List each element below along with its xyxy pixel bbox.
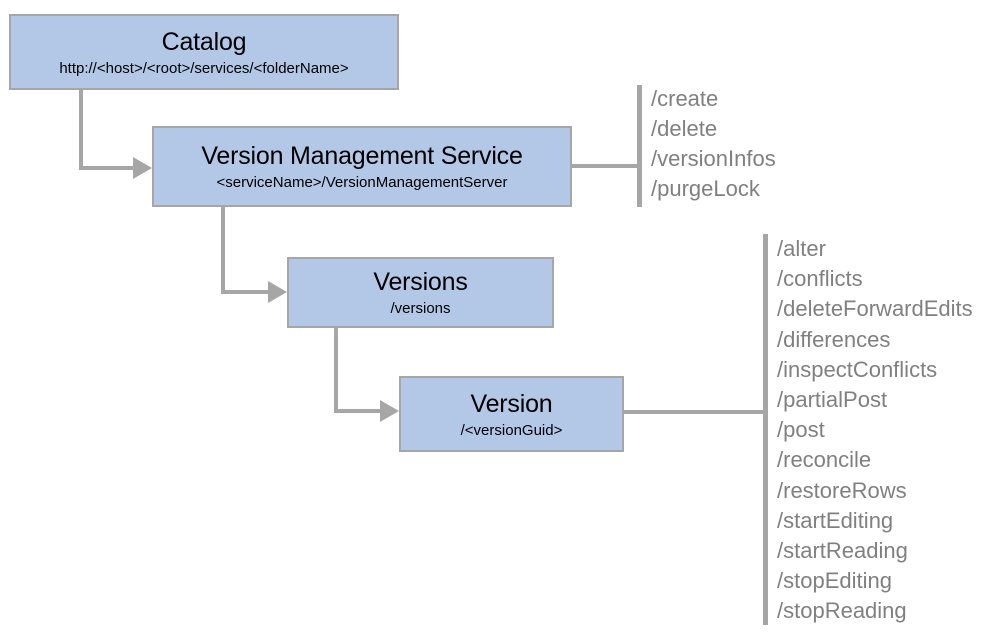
version-operation: /partialPost bbox=[777, 387, 888, 413]
service-operation: /delete bbox=[651, 116, 718, 141]
node-version-management-service-subtitle: <serviceName>/VersionManagementServer bbox=[216, 174, 508, 191]
node-version-subtitle: /<versionGuid> bbox=[460, 421, 563, 439]
connector-catalog-to-service-vertical bbox=[79, 90, 83, 170]
connector-service-to-operations bbox=[572, 164, 642, 168]
version-operation: /deleteForwardEdits bbox=[777, 296, 973, 322]
node-version-management-service[interactable]: Version Management Service <serviceName>… bbox=[152, 126, 572, 207]
version-operation: /reconcile bbox=[777, 447, 872, 473]
service-operation: /create bbox=[651, 86, 719, 111]
operations-list-service: /create/delete/versionInfos/purgeLock bbox=[651, 84, 776, 204]
node-catalog[interactable]: Catalog http://<host>/<root>/services/<f… bbox=[9, 14, 399, 90]
version-operation: /stopReading bbox=[777, 598, 907, 624]
arrowhead-catalog-to-service bbox=[133, 157, 152, 179]
version-operation: /restoreRows bbox=[777, 477, 907, 503]
node-versions-title: Versions bbox=[373, 268, 468, 296]
connector-version-to-operations bbox=[624, 410, 768, 414]
node-versions-subtitle: /versions bbox=[390, 300, 451, 317]
connector-service-to-versions-horizontal bbox=[221, 290, 272, 294]
version-operation: /startReading bbox=[777, 538, 908, 564]
version-operation: /post bbox=[777, 417, 825, 443]
node-catalog-title: Catalog bbox=[161, 27, 247, 56]
version-operation: /stopEditing bbox=[777, 568, 892, 594]
connector-service-to-versions-vertical bbox=[221, 207, 225, 294]
service-operation: /purgeLock bbox=[651, 176, 760, 201]
node-catalog-subtitle: http://<host>/<root>/services/<folderNam… bbox=[59, 59, 349, 77]
service-operation: /versionInfos bbox=[651, 146, 776, 171]
node-version-management-service-title: Version Management Service bbox=[201, 142, 523, 170]
version-operation: /alter bbox=[777, 236, 826, 261]
operations-bracket-version bbox=[763, 234, 768, 625]
version-operation: /conflicts bbox=[777, 266, 863, 292]
operations-list-version: /alter/conflicts/deleteForwardEdits/diff… bbox=[777, 234, 973, 627]
version-operation: /differences bbox=[777, 326, 891, 352]
node-version-title: Version bbox=[470, 389, 553, 418]
arrowhead-service-to-versions bbox=[268, 281, 287, 303]
connector-versions-to-version-vertical bbox=[334, 328, 338, 413]
node-versions[interactable]: Versions /versions bbox=[287, 257, 554, 328]
connector-catalog-to-service-horizontal bbox=[79, 166, 136, 170]
version-operation: /inspectConflicts bbox=[777, 356, 938, 382]
arrowhead-versions-to-version bbox=[380, 400, 399, 422]
version-operation: /startEditing bbox=[777, 507, 894, 533]
node-version[interactable]: Version /<versionGuid> bbox=[399, 376, 624, 452]
operations-bracket-service bbox=[637, 85, 642, 207]
connector-versions-to-version-horizontal bbox=[334, 409, 383, 413]
